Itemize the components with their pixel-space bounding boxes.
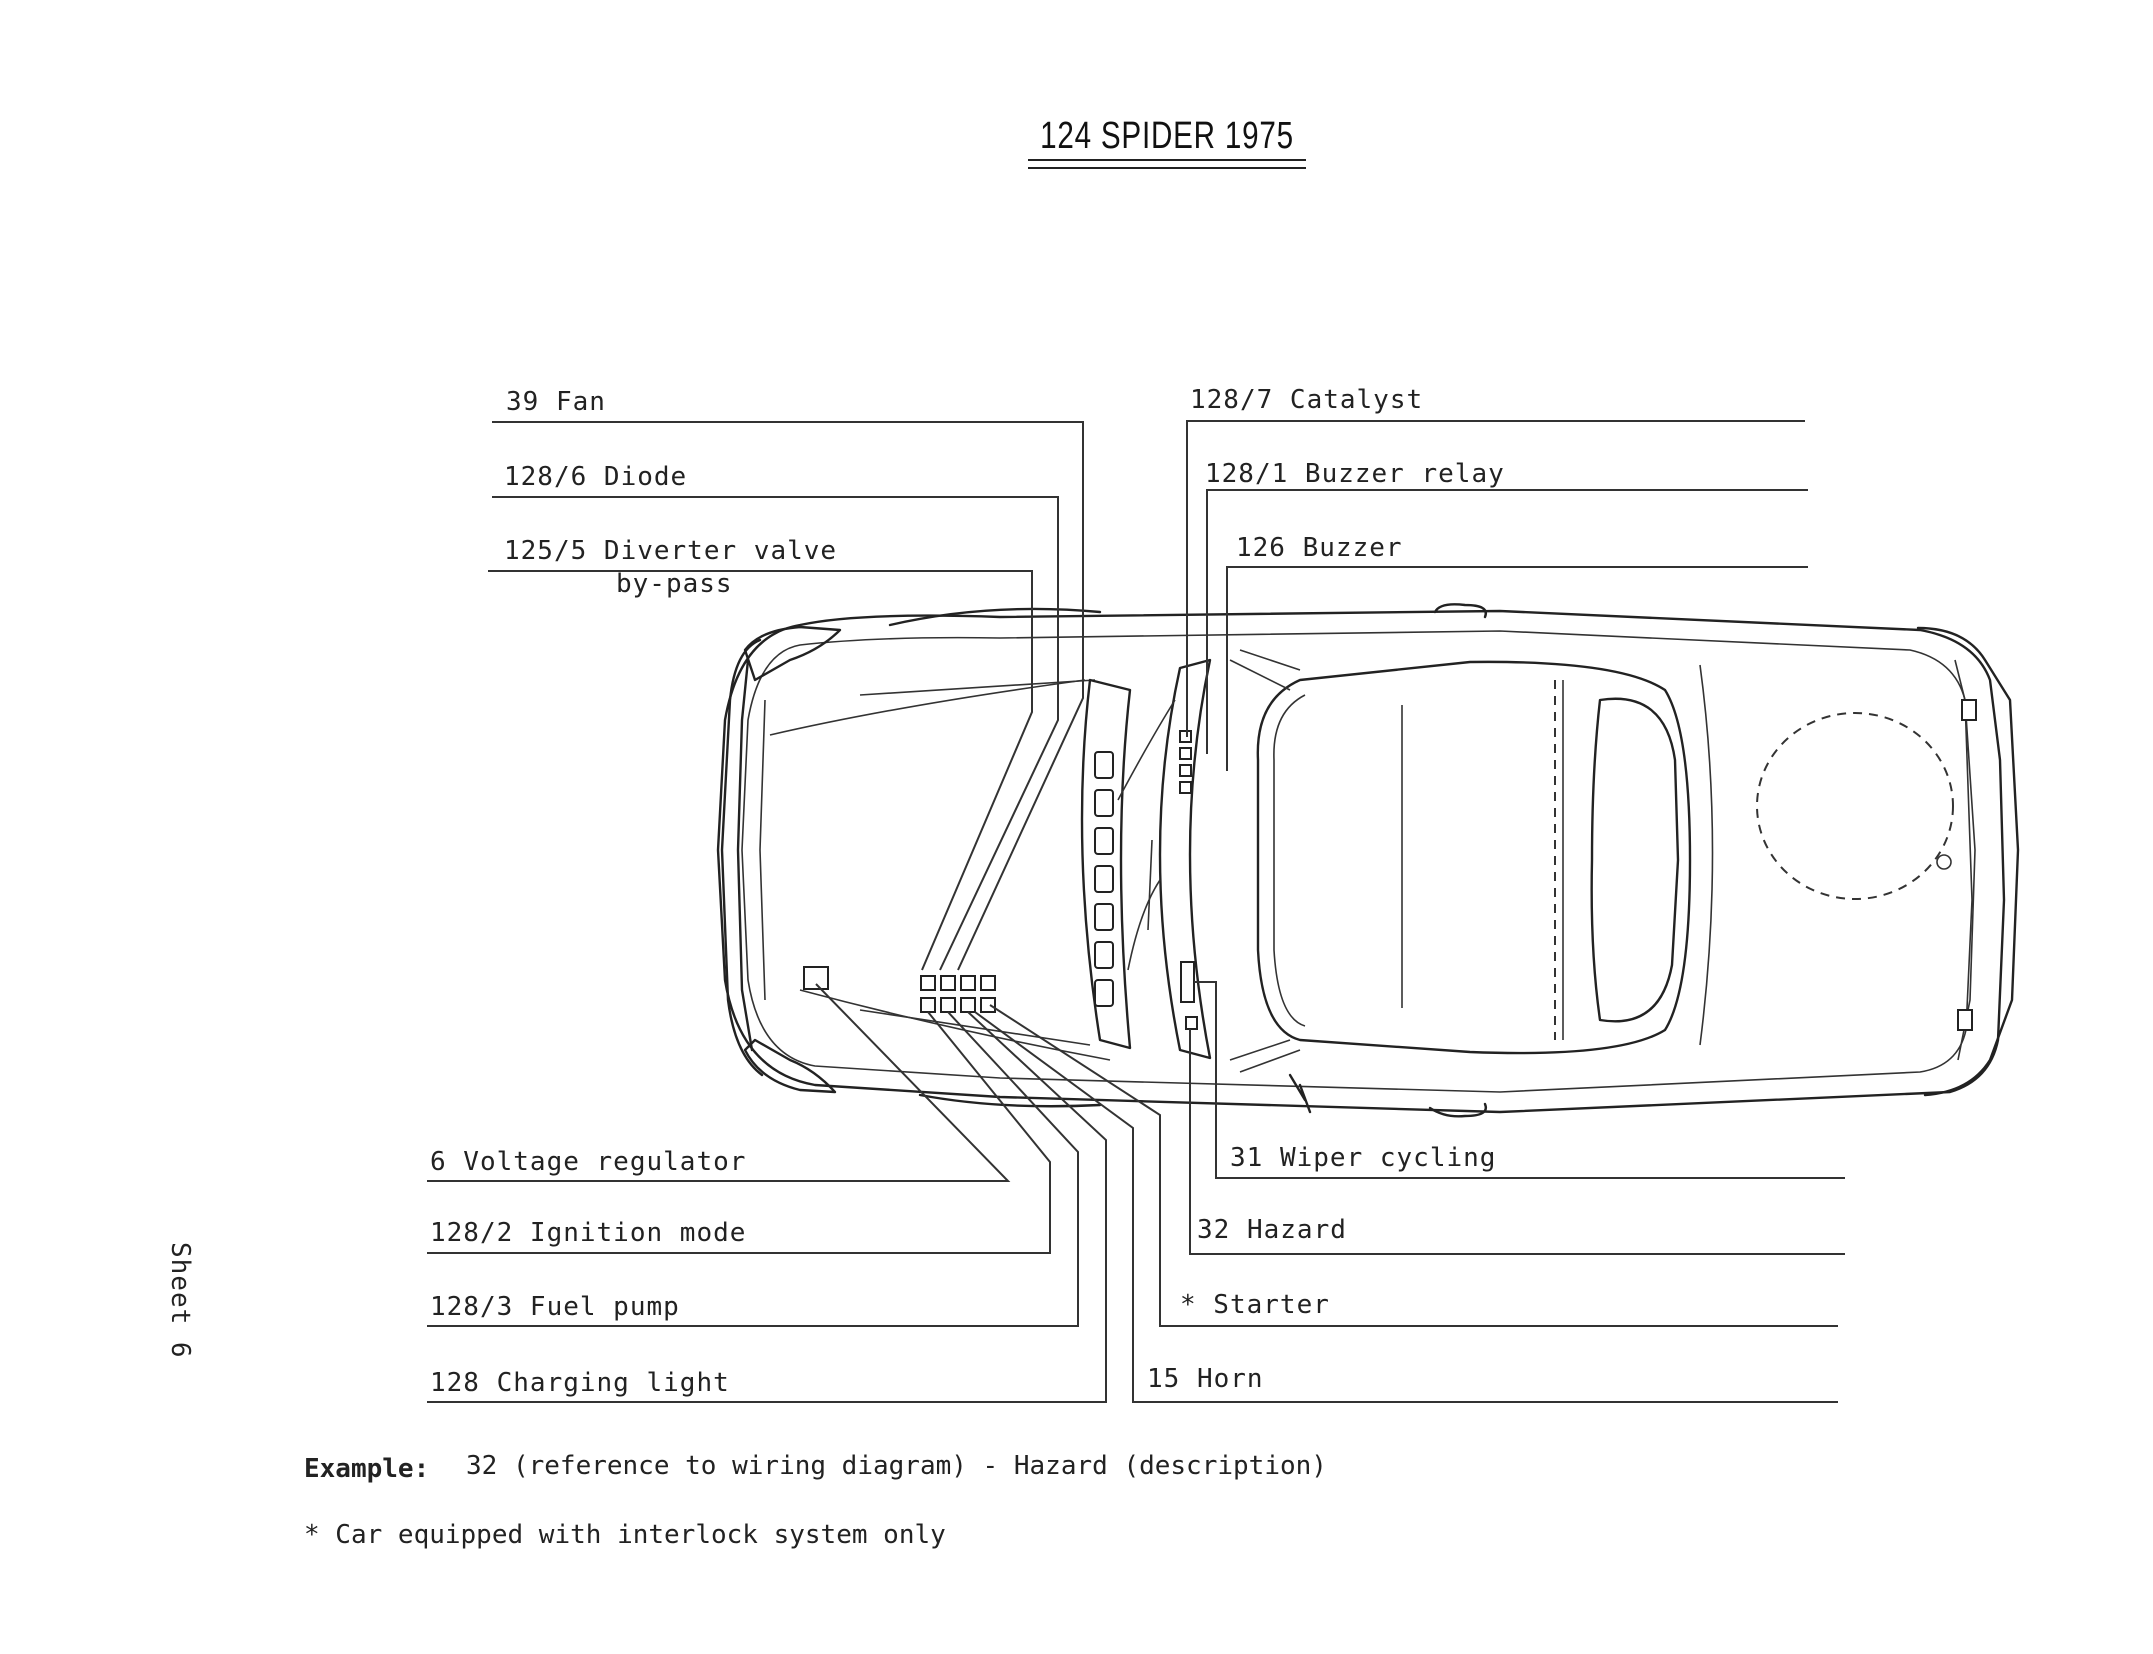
rear-window [1590,697,1680,1023]
label-wiper-cycling: 31 Wiper cycling [1230,1143,1496,1173]
front-bumper-left-corner [743,625,842,682]
label-diode: 128/6 Diode [504,462,687,492]
front-wheel-arch-bottom [918,1093,1102,1108]
leader-diverter [488,570,1033,971]
example-label: Example: [304,1454,429,1484]
wiper-top [1117,699,1176,801]
page-title: 124 SPIDER 1975 [1040,115,1294,157]
leader-buzzer [1226,566,1808,771]
label-buzzer-relay: 128/1 Buzzer relay [1205,459,1505,489]
car-body-outline [716,609,2006,1114]
front-wheel-arch-top [888,607,1102,627]
sheet-number: Sheet 6 [165,1242,195,1359]
label-charging-light: 128 Charging light [430,1368,730,1398]
label-diverter-bypass: by-pass [616,569,733,599]
label-starter: * Starter [1180,1290,1330,1320]
leader-starter [989,1004,1838,1327]
car-body-inner-line [741,630,1973,1093]
leader-diode [492,496,1059,971]
leader-fuel-pump [427,1011,1079,1327]
hood-crease-bottom [799,989,1111,1061]
wiper-bottom [1127,879,1161,971]
rear-bumper [1916,626,2020,1097]
cockpit-inner [1273,694,1306,1027]
door-line-top [1229,649,1301,691]
leader-horn [974,1011,1838,1403]
front-bumper-right-corner [743,1038,837,1094]
leader-wiper-cycling [1194,981,1845,1179]
cowl-panel [1080,678,1132,1050]
wiper-mid [1147,839,1153,931]
hazard-box [1185,1016,1198,1030]
label-fuel-pump: 128/3 Fuel pump [430,1292,680,1322]
fuel-cap [1936,854,1952,870]
label-buzzer: 126 Buzzer [1236,533,1403,563]
trunk-line [1699,664,1714,1046]
leader-lines [427,420,1845,1403]
voltage-regulator-box [803,966,829,990]
car-top-view [716,603,2020,1118]
cockpit-outline [1256,660,1692,1055]
hood-crease-top [769,679,1086,736]
door-handle-top [1433,603,1487,619]
side-mirror [1288,1073,1312,1114]
spare-wheel [1756,712,1954,900]
leader-ignition-mode [427,1011,1051,1254]
leader-buzzer-relay [1206,489,1808,754]
buzzer-relay-block [1179,730,1192,794]
leader-fan [492,421,1084,971]
rear-bumper-overrider-top [1961,699,1977,721]
door-line-bottom [1229,1039,1301,1073]
relay-block [920,975,996,1013]
door-handle-bottom [1428,1102,1487,1118]
rear-bumper-overrider-bottom [1957,1009,1973,1031]
footnote: * Car equipped with interlock system onl… [304,1520,946,1550]
front-grille-line [759,699,766,1001]
component-labels: 39 Fan 128/6 Diode 125/5 Diverter valve … [430,385,1505,1398]
label-horn: 15 Horn [1147,1364,1264,1394]
leader-voltage-regulator [427,983,1011,1182]
example-text: 32 (reference to wiring diagram) - Hazar… [466,1451,1327,1481]
label-ignition-mode: 128/2 Ignition mode [430,1218,746,1248]
cowl-vents [1094,751,1114,1007]
label-hazard: 32 Hazard [1197,1215,1347,1245]
wiper-cycling-box [1180,961,1195,1003]
leader-charging-light [427,1011,1107,1403]
hood-line-lower [859,1009,1091,1046]
label-voltage-regulator: 6 Voltage regulator [430,1147,746,1177]
leader-hazard [1189,1029,1845,1255]
label-diverter-valve: 125/5 Diverter valve [504,536,837,566]
label-fan: 39 Fan [506,387,606,417]
hood-line-upper [859,679,1096,696]
windshield [1158,658,1212,1060]
leader-catalyst [1186,420,1805,737]
label-catalyst: 128/7 Catalyst [1190,385,1423,415]
